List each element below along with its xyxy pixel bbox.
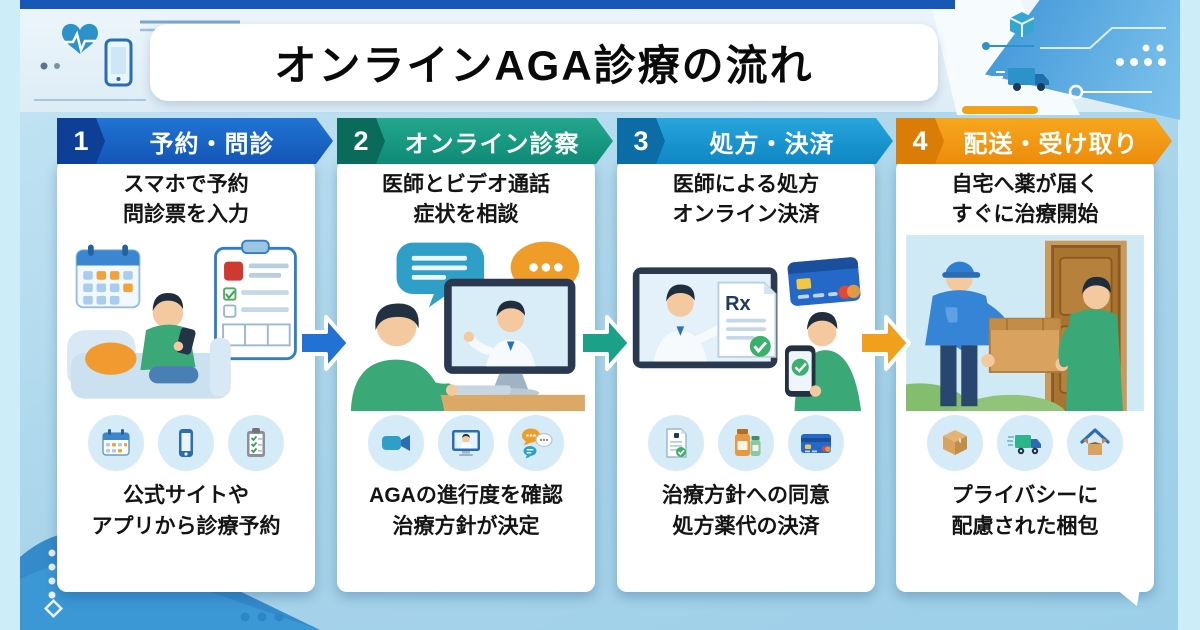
arrow-step2-to-step3-icon — [579, 315, 632, 371]
step2-banner: 2 オンライン診察 — [337, 118, 613, 164]
home-open-box-icon — [1067, 414, 1123, 471]
calendar-icon — [88, 414, 144, 471]
step4-title: 配送・受け取り — [963, 130, 1139, 158]
checklist-icon — [228, 414, 284, 471]
step2-illustration — [350, 241, 585, 411]
credit-card-icon — [788, 414, 844, 471]
step4-number: 4 — [896, 118, 944, 164]
title-banner: オンラインAGA診療の流れ — [150, 24, 938, 101]
page-title: オンラインAGA診療の流れ — [274, 42, 814, 89]
step2-number: 2 — [337, 118, 385, 164]
step1-subtitle: スマホで予約 問診票を入力 — [123, 173, 249, 227]
medicine-bottles-icon — [718, 414, 774, 471]
step-card-4: 自宅へ薬が届く すぐに治療開始 — [896, 118, 1154, 592]
step1-title: 予約・問診 — [149, 130, 275, 158]
step4-banner: 4 配送・受け取り — [896, 118, 1172, 164]
delivery-truck-icon — [997, 414, 1053, 471]
step2-subtitle: 医師とビデオ通話 症状を相談 — [382, 173, 550, 227]
chat-bubbles-icon — [508, 414, 564, 471]
prescription-icon — [648, 414, 704, 471]
package-box-icon — [927, 414, 983, 471]
step2-caption: AGAの進行度を確認 治療方針が決定 — [369, 483, 563, 539]
step1-number: 1 — [57, 118, 105, 164]
smartphone-icon — [158, 414, 214, 471]
top-blue-bar — [20, 0, 955, 9]
step-card-3: 医師による処方 オンライン決済 Rx — [617, 118, 875, 592]
step-card-1: スマホで予約 問診票を入力 — [57, 118, 315, 592]
step2-icon-row — [368, 414, 564, 471]
step4-subtitle: 自宅へ薬が届く すぐに治療開始 — [951, 173, 1099, 227]
arrow-step1-to-step2-icon — [298, 315, 351, 371]
card4-speech-tail — [1113, 584, 1143, 609]
step3-title: 処方・決済 — [709, 130, 835, 158]
step3-number: 3 — [617, 118, 665, 164]
step-card-2: 医師とビデオ通話 症状を相談 — [337, 118, 595, 592]
right-edge-strip — [1178, 0, 1200, 630]
step1-icon-row — [88, 414, 284, 471]
left-edge-strip — [0, 0, 20, 630]
step2-title: オンライン診察 — [404, 130, 580, 158]
step1-banner: 1 予約・問診 — [57, 118, 333, 164]
step4-illustration — [906, 234, 1144, 411]
doctor-monitor-icon — [438, 414, 494, 471]
arrow-step3-to-step4-icon — [858, 315, 911, 371]
step3-banner: 3 処方・決済 — [617, 118, 893, 164]
step1-caption: 公式サイトや アプリから診療予約 — [91, 483, 281, 539]
step3-caption: 治療方針への同意 処方薬代の決済 — [662, 483, 830, 539]
step3-illustration: Rx — [632, 257, 862, 411]
step3-icon-row — [648, 414, 844, 471]
step3-subtitle: 医師による処方 オンライン決済 — [672, 173, 820, 227]
rx-label: Rx — [725, 293, 751, 315]
step4-icon-row — [927, 414, 1123, 471]
video-camera-icon — [368, 414, 424, 471]
step1-illustration — [67, 239, 297, 399]
step4-caption: プライバシーに 配慮された梱包 — [951, 483, 1099, 539]
